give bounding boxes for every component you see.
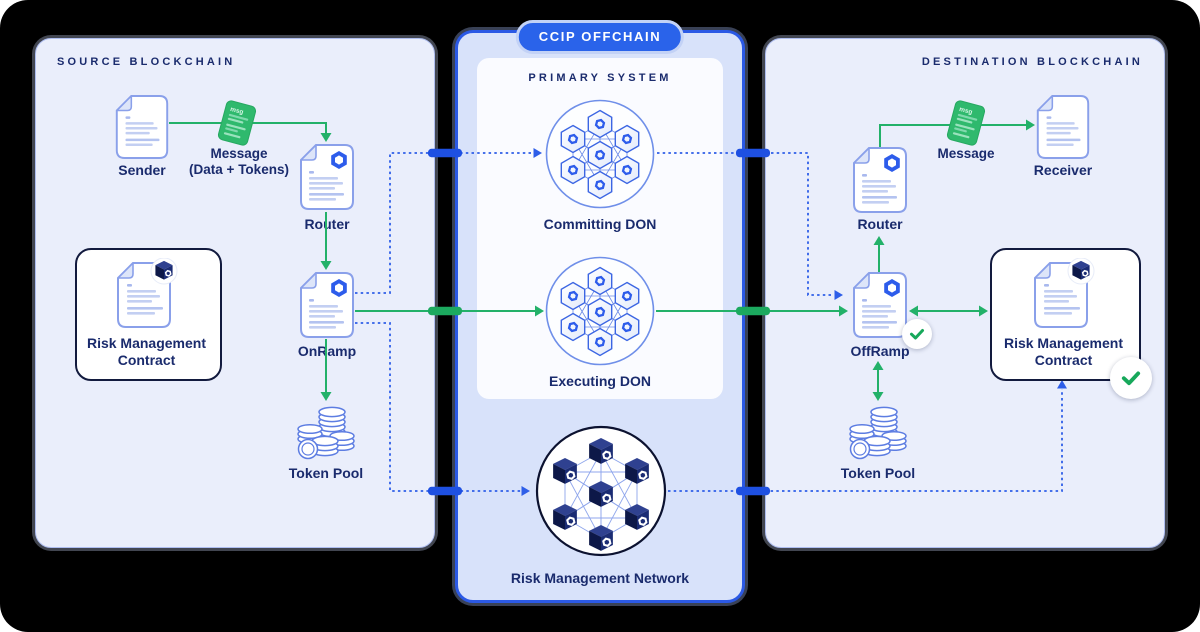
destination-risk-contract-label: Risk Management Contract — [1003, 335, 1124, 368]
risk-management-network-label: Risk Management Network — [510, 570, 690, 586]
primary-system-title: PRIMARY SYSTEM — [528, 72, 672, 84]
source-router-document-icon — [300, 144, 354, 210]
destination-token-pool-label: Token Pool — [840, 465, 916, 481]
executing-don-label: Executing DON — [549, 373, 651, 389]
executing-don-network-icon — [545, 256, 655, 366]
onramp-document-icon — [300, 272, 354, 338]
destination-message-label: Message — [937, 146, 995, 161]
destination-risk-contract-document-icon — [1033, 258, 1095, 328]
destination-risk-contract-check-icon — [1110, 357, 1152, 399]
ccip-offchain-badge: CCIP OFFCHAIN — [515, 20, 685, 54]
committing-don-label: Committing DON — [543, 216, 657, 232]
receiver-document-icon — [1036, 95, 1090, 159]
source-risk-contract-label: Risk Management Contract — [86, 335, 207, 368]
committing-don-network-icon — [545, 99, 655, 209]
receiver-label: Receiver — [1033, 162, 1093, 178]
message-sublabel: (Data + Tokens) — [189, 162, 289, 177]
offramp-label: OffRamp — [850, 343, 910, 359]
risk-management-network-icon — [535, 425, 667, 557]
destination-router-document-icon — [853, 147, 907, 213]
sender-label: Sender — [118, 162, 166, 178]
source-router-label: Router — [304, 216, 350, 232]
destination-panel-title: DESTINATION BLOCKCHAIN — [921, 56, 1143, 68]
source-token-pool-icon — [294, 401, 358, 461]
source-risk-contract-document-icon — [116, 258, 178, 328]
offramp-document-icon — [853, 272, 907, 338]
offramp-check-icon — [902, 319, 932, 349]
source-token-pool-label: Token Pool — [288, 465, 364, 481]
sender-document-icon — [115, 95, 169, 159]
onramp-label: OnRamp — [297, 343, 357, 359]
destination-token-pool-icon — [846, 401, 910, 461]
source-panel-title: SOURCE BLOCKCHAIN — [57, 56, 236, 68]
destination-router-label: Router — [857, 216, 903, 232]
message-label: Message — [210, 146, 268, 161]
